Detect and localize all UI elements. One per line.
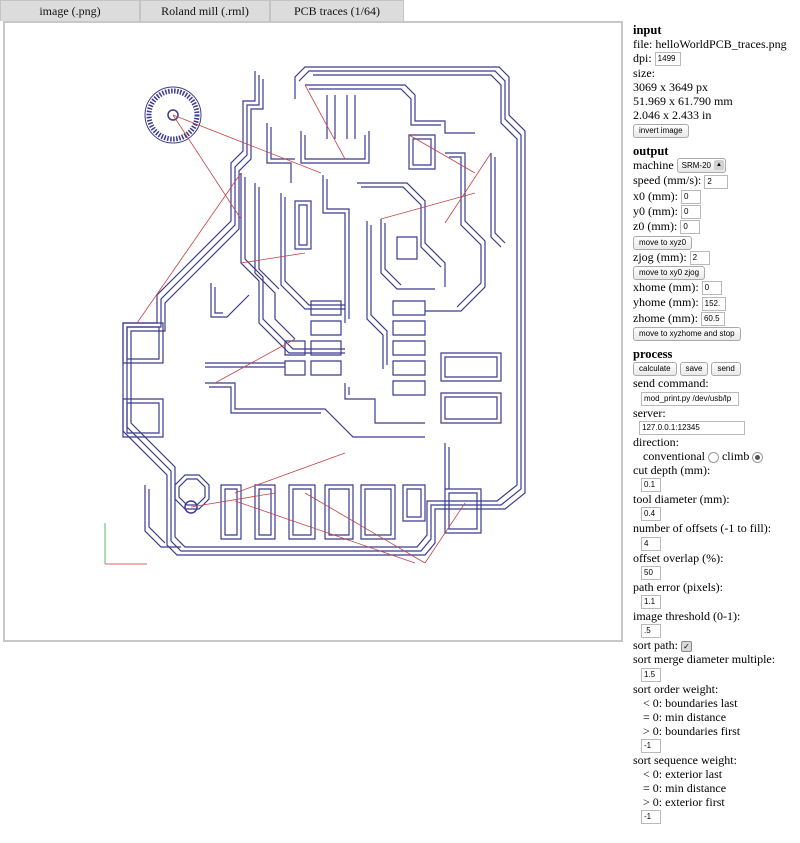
calculate-button[interactable]: calculate <box>633 362 677 377</box>
jump-lines <box>136 84 492 564</box>
tab-image-png[interactable]: image (.png) <box>0 0 140 21</box>
size-px: 3069 x 3649 px <box>633 80 708 95</box>
size-label: size: <box>633 66 655 81</box>
send-command-label: send command: <box>633 376 709 391</box>
x0-label: x0 (mm): <box>633 188 678 203</box>
zhome-label: zhome (mm): <box>633 310 698 325</box>
size-mm: 51.969 x 61.790 mm <box>633 94 733 109</box>
offsets-input[interactable]: 4 <box>641 536 661 551</box>
yhome-label: yhome (mm): <box>633 295 699 310</box>
xhome-input[interactable]: 0 <box>701 281 722 296</box>
climb-label: climb <box>721 448 750 463</box>
machine-select[interactable]: SRM-20▲ <box>676 158 726 174</box>
size-in: 2.046 x 2.433 in <box>633 108 712 123</box>
speed-input[interactable]: 2 <box>704 174 729 189</box>
move-to-xyzhome-button[interactable]: move to xyzhome and stop <box>633 327 741 341</box>
x0-input[interactable]: 0 <box>681 189 701 204</box>
overlap-label: offset overlap (%): <box>633 550 724 565</box>
sort-seq-label: sort sequence weight: <box>633 752 737 767</box>
server-label: server: <box>633 405 666 420</box>
dpi-label: dpi: <box>633 51 652 65</box>
y0-label: y0 (mm): <box>633 203 678 218</box>
sort-seq-option: = 0: min distance <box>643 780 727 795</box>
sort-order-label: sort order weight: <box>633 681 719 696</box>
process-header: process <box>633 347 673 361</box>
zjog-label: zjog (mm): <box>633 249 687 264</box>
select-arrows-icon: ▲ <box>714 160 724 171</box>
file-value: helloWorldPCB_traces.png <box>655 37 787 51</box>
input-header: input <box>633 23 662 37</box>
trace-paths <box>122 66 526 556</box>
cut-depth-input[interactable]: 0.1 <box>641 478 661 492</box>
threshold-label: image threshold (0-1): <box>633 609 741 623</box>
z0-label: z0 (mm): <box>633 219 678 233</box>
machine-label: machine <box>633 157 674 172</box>
sort-merge-input[interactable]: 1.5 <box>641 667 661 682</box>
threshold-input[interactable]: .5 <box>641 624 661 639</box>
sort-order-input[interactable]: -1 <box>641 738 661 753</box>
sort-order-option: < 0: boundaries last <box>643 695 738 710</box>
invert-image-button[interactable]: invert image <box>633 123 689 138</box>
move-to-xyz0-button[interactable]: move to xyz0 <box>633 235 693 250</box>
toolpath-canvas[interactable] <box>3 21 623 642</box>
sort-seq-input[interactable]: -1 <box>641 810 661 824</box>
sort-order-option: = 0: min distance <box>643 709 727 724</box>
overlap-input[interactable]: 50 <box>641 565 661 580</box>
z0-input[interactable]: 0 <box>680 220 701 235</box>
move-to-xy0-zjog-button[interactable]: move to xy0 zjog <box>633 266 706 280</box>
path-error-label: path error (pixels): <box>633 579 723 594</box>
y0-input[interactable]: 0 <box>681 205 701 219</box>
tab-bar: image (.png) Roland mill (.rml) PCB trac… <box>0 0 404 22</box>
output-header: output <box>633 143 669 158</box>
climb-radio[interactable] <box>752 451 764 463</box>
tab-pcb-traces[interactable]: PCB traces (1/64) <box>270 0 404 21</box>
server-input[interactable]: 127.0.0.1:12345 <box>639 420 745 435</box>
tab-roland-mill[interactable]: Roland mill (.rml) <box>140 0 270 21</box>
sort-order-option: > 0: boundaries first <box>643 723 741 738</box>
connector-ring <box>144 86 202 514</box>
conventional-radio[interactable] <box>707 451 719 463</box>
offsets-label: number of offsets (-1 to fill): <box>633 521 772 536</box>
dpi-input[interactable]: 1499 <box>654 52 681 67</box>
toolpath-drawing <box>104 66 526 565</box>
machine-value: SRM-20 <box>681 161 711 171</box>
sort-merge-label: sort merge diameter multiple: <box>633 652 776 667</box>
sort-path-checkbox[interactable]: ✓ <box>681 641 692 652</box>
tool-diameter-label: tool diameter (mm): <box>633 492 730 506</box>
save-button[interactable]: save <box>679 362 709 377</box>
cut-depth-label: cut depth (mm): <box>633 462 711 477</box>
sort-path-label: sort path: <box>633 638 678 653</box>
tool-diameter-input[interactable]: 0.4 <box>641 507 661 522</box>
zjog-input[interactable]: 2 <box>689 250 710 265</box>
file-label: file: <box>633 37 653 51</box>
sort-seq-option: > 0: exterior first <box>643 794 725 809</box>
speed-label: speed (mm/s): <box>633 173 702 188</box>
settings-panel: input file: helloWorldPCB_traces.png dpi… <box>633 23 800 824</box>
conventional-label: conventional <box>643 448 705 463</box>
path-error-input[interactable]: 1.1 <box>641 595 661 609</box>
yhome-input[interactable]: 152. <box>701 296 726 311</box>
xhome-label: xhome (mm): <box>633 280 699 294</box>
send-command-input[interactable]: mod_print.py /dev/usb/lp <box>641 391 739 406</box>
send-button[interactable]: send <box>711 362 741 377</box>
zhome-input[interactable]: 60.5 <box>700 311 725 326</box>
sort-seq-option: < 0: exterior last <box>643 766 723 781</box>
direction-label: direction: <box>633 434 679 449</box>
